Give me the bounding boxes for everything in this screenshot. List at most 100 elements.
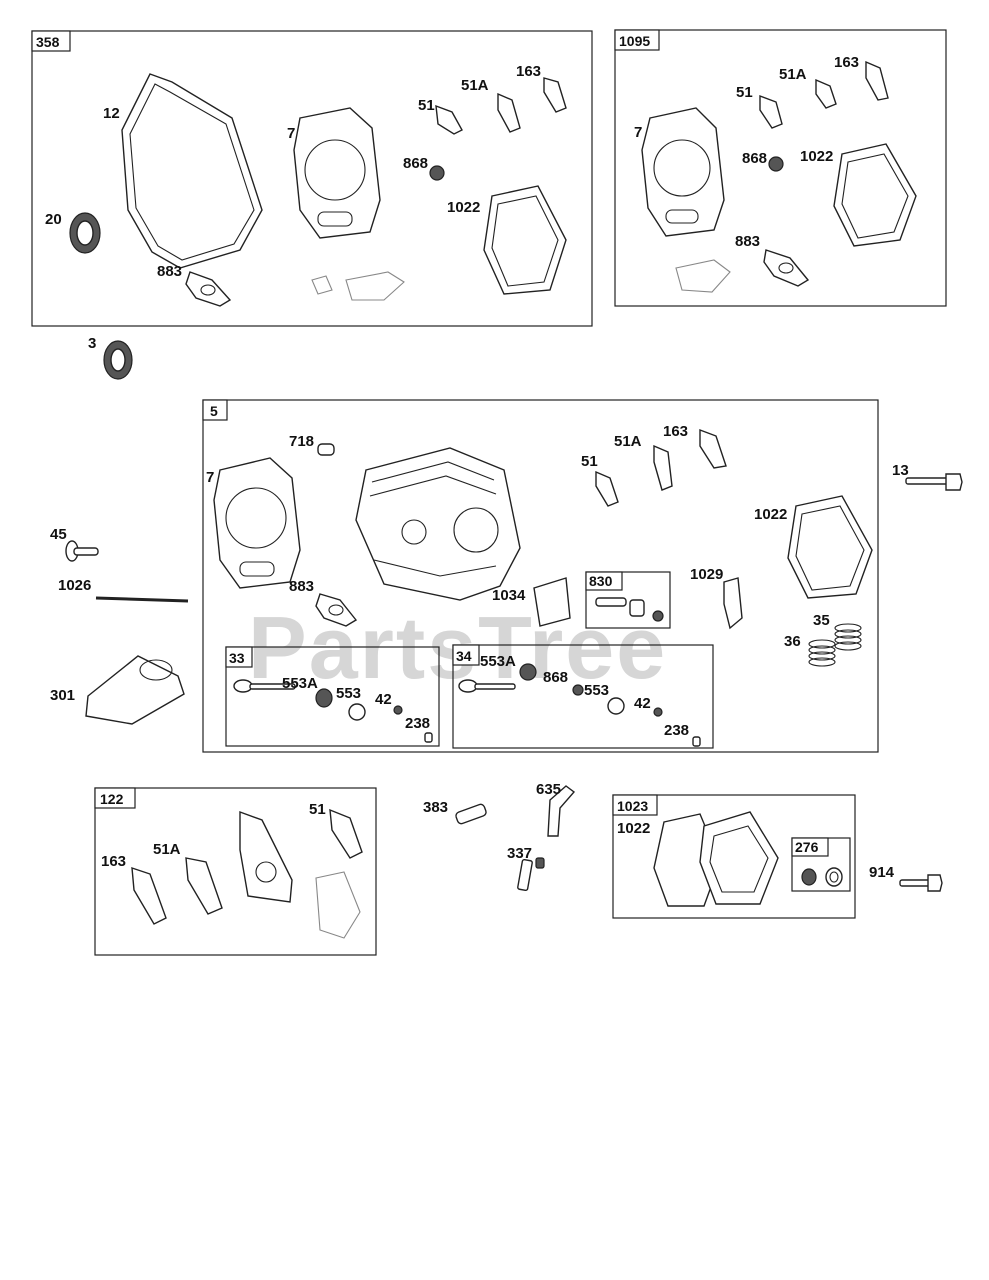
callout-718[interactable]: 718 [289, 433, 314, 450]
callout-868-a[interactable]: 868 [403, 155, 428, 172]
callout-883-c[interactable]: 883 [289, 578, 314, 595]
callout-553a-a[interactable]: 553A [282, 675, 318, 692]
callout-163-c[interactable]: 163 [663, 423, 688, 440]
gasket-163-part [543, 77, 567, 113]
callout-1034[interactable]: 1034 [492, 587, 526, 604]
kit-358-frame [31, 30, 593, 327]
spring-retainer-553-a-part [348, 703, 366, 721]
head-gasket-bore [304, 139, 366, 201]
callout-51a-b[interactable]: 51A [779, 66, 807, 83]
callout-36[interactable]: 36 [784, 633, 801, 650]
kit-5-label[interactable]: 5 [210, 403, 218, 419]
gasket-163-122-part [131, 866, 167, 925]
callout-1022-b[interactable]: 1022 [800, 148, 833, 165]
callout-1022-a[interactable]: 1022 [447, 199, 480, 216]
callout-3[interactable]: 3 [88, 335, 96, 352]
kit-122-label[interactable]: 122 [100, 791, 124, 807]
callout-1022-d[interactable]: 1022 [617, 820, 650, 837]
callout-51a-c[interactable]: 51A [614, 433, 642, 450]
callout-51-b[interactable]: 51 [736, 84, 753, 101]
callout-301[interactable]: 301 [50, 687, 75, 704]
callout-163-a[interactable]: 163 [516, 63, 541, 80]
callout-868-c[interactable]: 868 [543, 669, 568, 686]
callout-883-b[interactable]: 883 [735, 233, 760, 250]
callout-163-b[interactable]: 163 [834, 54, 859, 71]
callout-1026[interactable]: 1026 [58, 577, 91, 594]
gasket-51-1095-part [759, 94, 783, 129]
callout-553a-b[interactable]: 553A [480, 653, 516, 670]
heat-shield-faint [315, 871, 361, 939]
valve-cover-inner [709, 825, 769, 893]
cylinder-head-port [453, 507, 499, 553]
spark-plug-tip-part [535, 857, 545, 869]
kit-358-label[interactable]: 358 [36, 34, 60, 50]
head-gasket-5-part [213, 457, 301, 589]
push-rod-guide-flange [139, 659, 173, 681]
callout-51a-d[interactable]: 51A [153, 841, 181, 858]
callout-914[interactable]: 914 [869, 864, 895, 881]
valve-cap-238-a-part [424, 732, 433, 743]
kit-276-label[interactable]: 276 [795, 839, 819, 855]
kit-34-label[interactable]: 34 [456, 648, 472, 664]
callout-163-d[interactable]: 163 [101, 853, 126, 870]
carburetor-spacer-part [239, 811, 293, 903]
callout-1022-c[interactable]: 1022 [754, 506, 787, 523]
kit-276-tag [791, 837, 829, 857]
kit-5-tag [202, 399, 228, 421]
callout-42-b[interactable]: 42 [634, 695, 651, 712]
gasket-51a-5-part [653, 444, 673, 491]
callout-553-a[interactable]: 553 [336, 685, 361, 702]
callout-12[interactable]: 12 [103, 105, 120, 122]
callout-35[interactable]: 35 [813, 612, 830, 629]
callout-337[interactable]: 337 [507, 845, 532, 862]
callout-883-a[interactable]: 883 [157, 263, 182, 280]
gasket-163-1095-part [865, 60, 889, 101]
head-gasket-1095-part [641, 107, 725, 237]
callout-51-c[interactable]: 51 [581, 453, 598, 470]
callout-868-b[interactable]: 868 [742, 150, 767, 167]
kit-1095-label[interactable]: 1095 [619, 33, 650, 49]
spark-plug-part [517, 858, 533, 892]
kit-5-frame [202, 399, 879, 753]
callout-45[interactable]: 45 [50, 526, 67, 543]
callout-1029[interactable]: 1029 [690, 566, 723, 583]
callout-7-c[interactable]: 7 [206, 469, 214, 486]
callout-13[interactable]: 13 [892, 462, 909, 479]
callout-7-a[interactable]: 7 [287, 125, 295, 142]
valve-cover-part [699, 811, 779, 905]
kit-33-frame [225, 646, 440, 747]
crankcase-gasket-inner [129, 83, 255, 261]
head-gasket-5-slot [239, 561, 275, 577]
callout-7-b[interactable]: 7 [634, 124, 642, 141]
callout-51-d[interactable]: 51 [309, 801, 326, 818]
callout-238-b[interactable]: 238 [664, 722, 689, 739]
callout-51-a[interactable]: 51 [418, 97, 435, 114]
nut-868-1095-part [768, 156, 784, 172]
kit-33-label[interactable]: 33 [229, 650, 245, 666]
callout-635[interactable]: 635 [536, 781, 561, 798]
kit-1023-frame [612, 794, 856, 919]
kit-830-label[interactable]: 830 [589, 573, 613, 589]
flat-washer-hole [829, 871, 839, 883]
callout-51a-a[interactable]: 51A [461, 77, 489, 94]
valve-seal-553a-b-part [519, 663, 537, 681]
callout-238-a[interactable]: 238 [405, 715, 430, 732]
kit-34-frame [452, 644, 714, 749]
gasket-51-5-part [595, 470, 619, 507]
callout-553-b[interactable]: 553 [584, 682, 609, 699]
callout-383[interactable]: 383 [423, 799, 448, 816]
intake-gasket-part [185, 271, 232, 307]
kit-1023-label[interactable]: 1023 [617, 798, 648, 814]
callout-20[interactable]: 20 [45, 211, 62, 228]
kit-1023-tag [612, 794, 658, 816]
gasket-51-122-part [329, 808, 363, 859]
valve-keeper-42-a-part [393, 705, 403, 715]
rocker-stud-part [595, 597, 627, 607]
cover-screw-head-part [927, 874, 943, 892]
crankcase-gasket-part [121, 73, 263, 269]
valve-seal-553a-a-part [315, 688, 333, 708]
gasket-51-part [435, 104, 463, 135]
callout-42-a[interactable]: 42 [375, 691, 392, 708]
valve-keeper-42-b-part [653, 707, 663, 717]
